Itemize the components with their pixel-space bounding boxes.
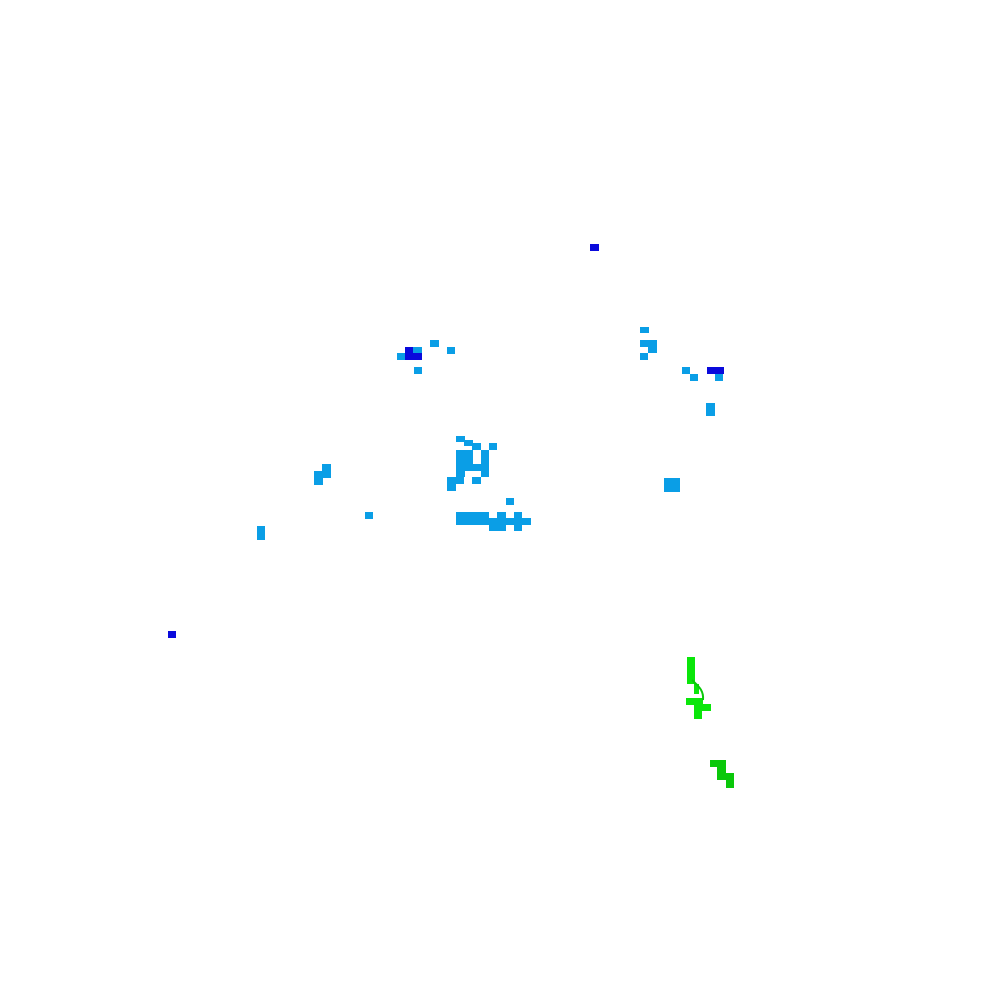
pixel-patch — [257, 526, 265, 540]
pixel-patch — [726, 779, 734, 788]
pixel-patch-left — [168, 631, 176, 638]
green-feature-upper — [686, 657, 711, 719]
pixel-patch — [413, 347, 422, 354]
cluster-upper-left — [397, 340, 455, 374]
pixel-patch — [430, 340, 439, 347]
pixel-patch — [717, 766, 726, 774]
pixel-patch — [497, 512, 506, 519]
pixel-patch — [506, 498, 514, 505]
pixel-patch — [365, 512, 373, 519]
pixel-patch — [710, 760, 726, 767]
green-feature-lower — [710, 760, 734, 788]
pixel-patch — [464, 440, 473, 446]
pixel-patch — [397, 353, 406, 360]
pixel-patch — [472, 443, 481, 450]
pixel-patch — [456, 512, 489, 525]
pixel-patch — [405, 353, 422, 360]
pixel-patch — [715, 374, 723, 381]
pixel-patch — [447, 483, 456, 491]
pixel-patch — [706, 403, 715, 416]
pixel-patch — [456, 470, 465, 477]
pixel-patch — [664, 478, 680, 492]
cluster-left — [257, 464, 373, 540]
pixel-patch — [481, 450, 489, 477]
pixel-patch — [456, 450, 473, 464]
pixel-patch — [640, 353, 648, 360]
cluster-upper-right — [640, 327, 723, 492]
pixel-patch — [514, 512, 522, 531]
pixel-patch-top — [590, 244, 599, 251]
green-line — [691, 679, 705, 701]
pixel-patch — [694, 704, 711, 711]
pixel-patch — [694, 684, 699, 694]
pixel-patch — [640, 327, 649, 333]
cluster-central — [447, 436, 531, 531]
pixel-patch — [314, 471, 323, 485]
pixel-patch — [414, 367, 422, 374]
pixel-patch — [690, 374, 698, 381]
pixel-patch — [489, 518, 506, 531]
pixel-patch-dark — [707, 367, 724, 374]
pixel-patch — [456, 464, 489, 471]
pixel-patch — [472, 477, 481, 484]
pixel-patch — [447, 477, 464, 484]
pixel-patch — [489, 443, 497, 450]
pixel-patch — [682, 367, 690, 374]
pixel-patch — [456, 436, 465, 442]
pixel-patch — [322, 464, 331, 478]
pixel-patch — [447, 347, 455, 354]
cluster-upper-left-dark — [405, 347, 422, 360]
pixel-patch — [648, 340, 657, 353]
pixel-patch — [687, 657, 695, 684]
pixel-patch — [686, 698, 703, 705]
pixel-patch — [717, 773, 734, 780]
pixel-patch — [694, 710, 702, 719]
